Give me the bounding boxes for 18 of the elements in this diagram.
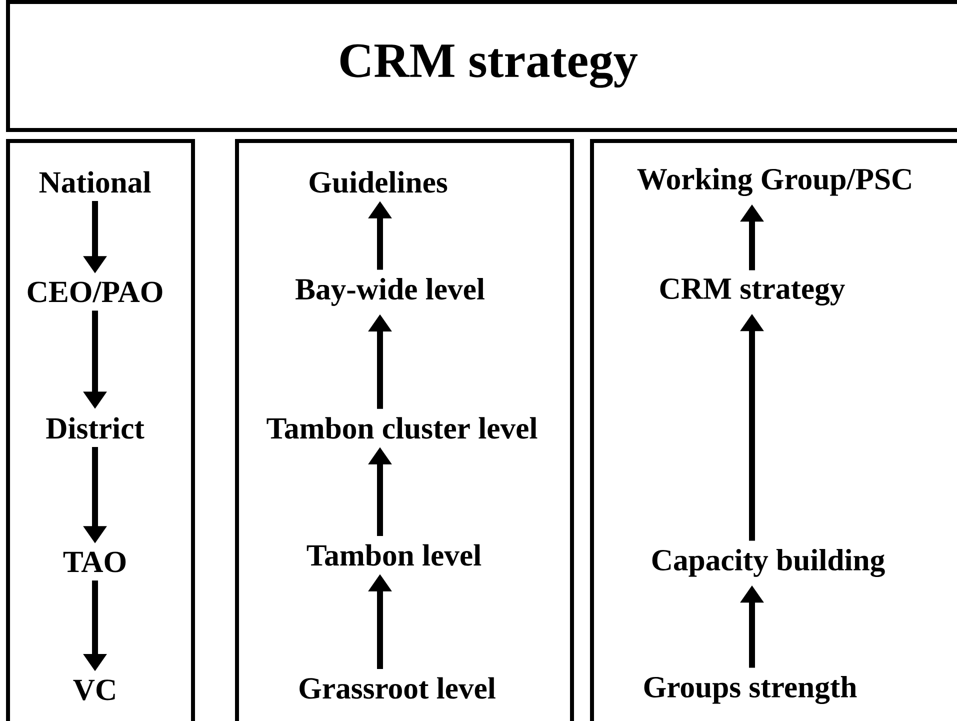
level-label: CEO/PAO — [28, 282, 162, 302]
level-label: Guidelines — [310, 171, 448, 193]
level-label: District — [46, 417, 144, 439]
level-label: CRM strategy — [660, 278, 845, 306]
level-label: Tambon cluster level — [266, 417, 538, 439]
level-label: Groups strength — [644, 676, 857, 704]
column-box — [590, 139, 957, 721]
title-box: CRM strategy — [6, 0, 957, 132]
level-label: Capacity building — [652, 548, 885, 578]
level-label: VC — [73, 680, 115, 700]
level-label: Grassroot level — [300, 677, 496, 699]
level-label: Bay-wide level — [296, 278, 484, 306]
column-box — [235, 139, 574, 721]
level-label: National — [39, 171, 151, 193]
level-label: TAO — [63, 552, 126, 572]
level-label: Working Group/PSC — [637, 168, 911, 196]
column-box — [6, 139, 196, 721]
level-label: Tambon level — [306, 544, 482, 566]
